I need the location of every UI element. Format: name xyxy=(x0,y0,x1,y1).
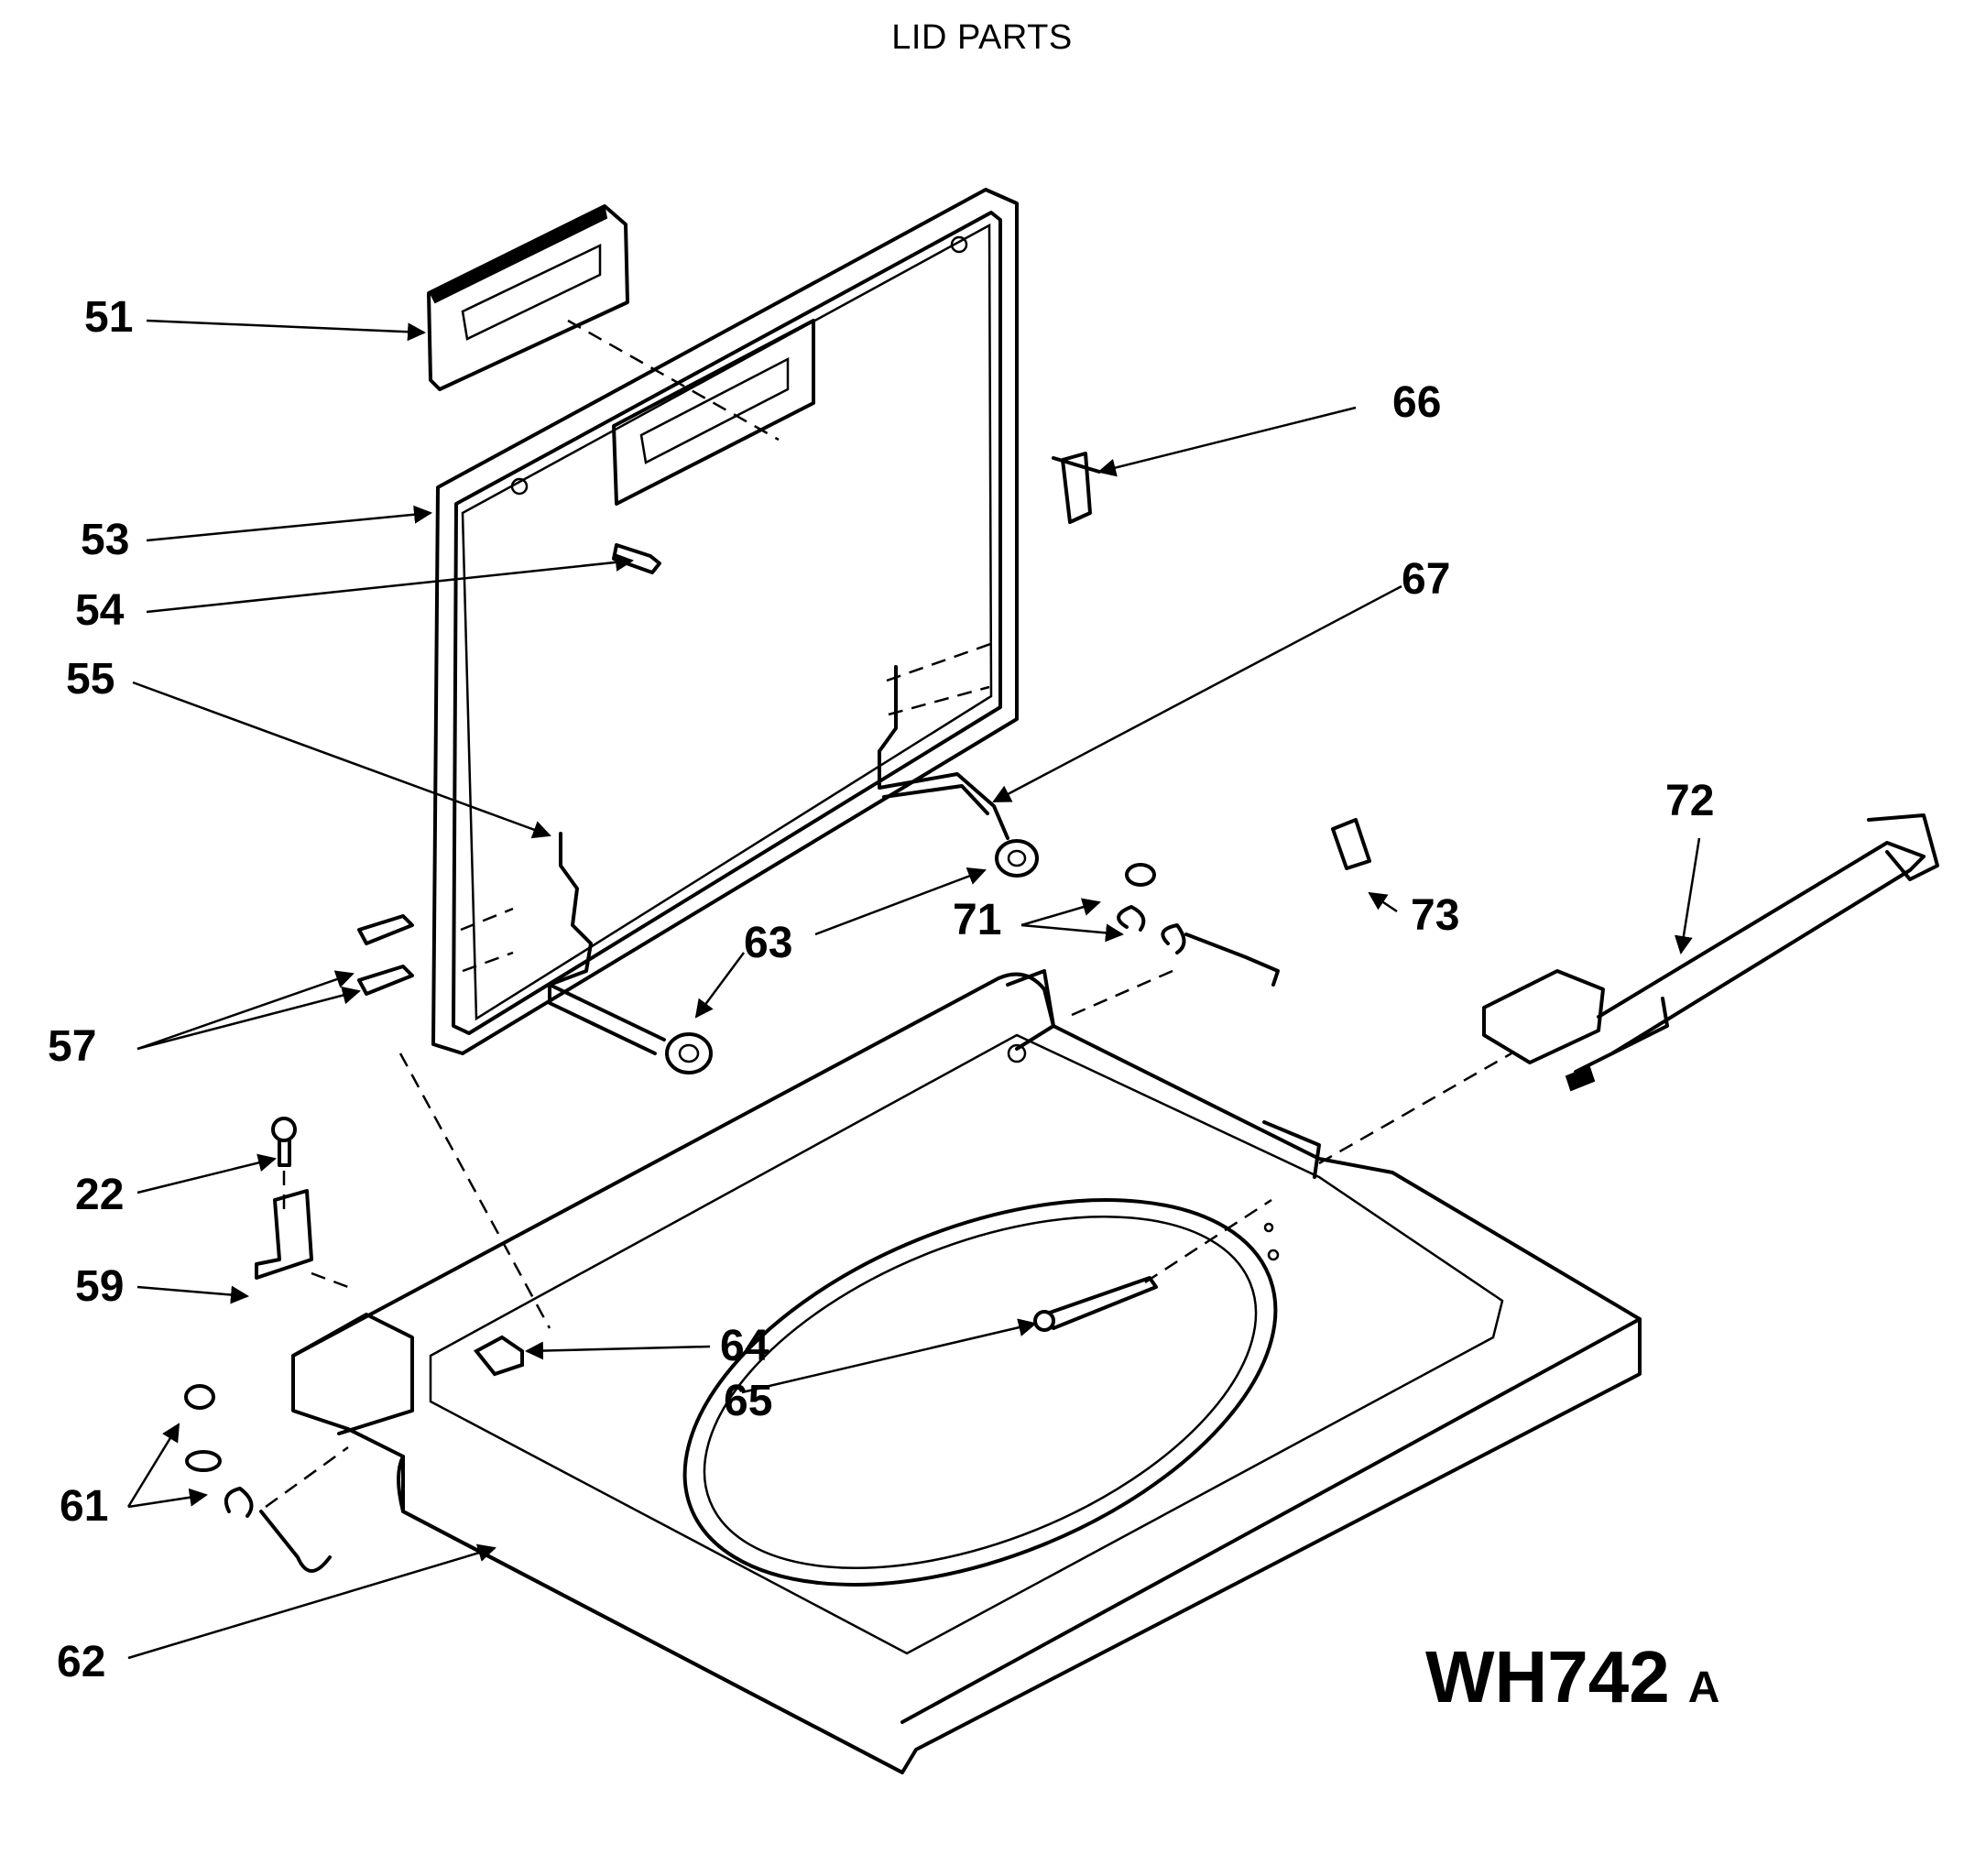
callout-65: 65 xyxy=(724,1377,772,1425)
diagram-title: LID PARTS xyxy=(891,18,1073,57)
handle-cover xyxy=(427,204,629,391)
bumper-64 xyxy=(473,1335,524,1377)
screw-22 xyxy=(271,1117,297,1167)
hinge-rod-right xyxy=(878,665,1009,840)
callout-57: 57 xyxy=(48,1022,96,1071)
pivot-54 xyxy=(612,543,661,574)
callout-64: 64 xyxy=(720,1322,769,1370)
bracket-59 xyxy=(255,1189,313,1280)
top-cover xyxy=(291,969,1642,1774)
lid-frame xyxy=(431,188,1019,1055)
screw-65 xyxy=(1033,1276,1158,1332)
callout-63: 63 xyxy=(744,919,792,967)
callout-67: 67 xyxy=(1402,555,1450,604)
clip-73 xyxy=(1331,818,1371,870)
callout-61: 61 xyxy=(60,1482,108,1531)
strike-66 xyxy=(1052,452,1101,524)
bumper-63-lower xyxy=(665,1032,713,1074)
diagram-code-suffix: A xyxy=(1687,1663,1720,1712)
callout-71: 71 xyxy=(953,896,1001,944)
spring-61 xyxy=(184,1384,332,1573)
callout-51: 51 xyxy=(84,293,133,342)
callout-53: 53 xyxy=(81,516,129,564)
lid-switch-72 xyxy=(1482,813,1939,1092)
callout-66: 66 xyxy=(1392,378,1441,427)
callout-59: 59 xyxy=(75,1262,124,1311)
spring-71 xyxy=(1117,863,1280,987)
callout-72: 72 xyxy=(1665,777,1714,825)
diagram-code: WH742 A xyxy=(1425,1635,1719,1719)
callout-73: 73 xyxy=(1411,891,1459,940)
screws-57 xyxy=(357,914,414,996)
diagram-code-main: WH742 xyxy=(1425,1636,1670,1718)
callout-54: 54 xyxy=(75,586,125,635)
callout-55: 55 xyxy=(66,655,115,704)
bumper-63-upper xyxy=(995,839,1039,878)
callout-62: 62 xyxy=(57,1638,105,1686)
hinge-rod-left xyxy=(548,832,666,1055)
callout-22: 22 xyxy=(75,1171,124,1219)
